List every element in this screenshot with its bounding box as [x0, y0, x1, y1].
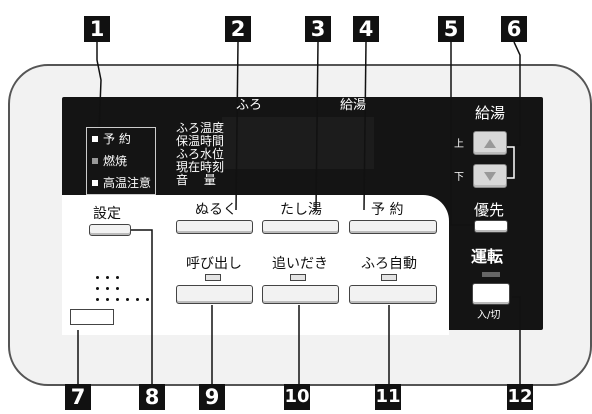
callout-2: 2: [225, 16, 251, 42]
tashiyu-label: たし湯: [280, 202, 322, 218]
button-area: [62, 195, 449, 335]
display-item-water-level: ふろ水位: [176, 147, 225, 161]
indicator-label-koon: 高温注意: [103, 176, 152, 190]
oidaki-led: [290, 274, 306, 281]
settings-button[interactable]: [89, 224, 131, 236]
indicator-label-nensho: 燃焼: [103, 154, 128, 168]
display-item-volume: 音 量: [176, 173, 216, 187]
callout-10: 10: [284, 384, 310, 410]
temp-down-button[interactable]: [473, 164, 507, 188]
display-item-bath-temp: ふろ温度: [176, 121, 225, 135]
callout-3: 3: [305, 16, 331, 42]
reheat-button[interactable]: [262, 285, 339, 304]
callout-1: 1: [84, 16, 110, 42]
yobidashi-label: 呼び出し: [186, 256, 242, 272]
lcd-readout: [222, 117, 374, 169]
furo-jido-led: [381, 274, 397, 281]
callout-11: 11: [375, 384, 401, 410]
power-sub-label: 入/切: [477, 310, 501, 321]
oidaki-label: 追いだき: [272, 256, 328, 272]
callout-7: 7: [65, 384, 91, 410]
settei-label: 設定: [93, 206, 121, 222]
yusen-label: 優先: [474, 201, 505, 219]
display-furo-label: ふろ: [236, 98, 263, 113]
auto-bath-button[interactable]: [349, 285, 437, 304]
display-item-clock: 現在時刻: [176, 160, 225, 174]
down-arrow-icon: [484, 172, 496, 181]
callout-6: 6: [501, 16, 527, 42]
reservation-button[interactable]: [349, 220, 437, 234]
reservation-indicator: [92, 136, 98, 142]
indicator-box: [86, 127, 156, 195]
display-item-keep-warm: 保温時間: [176, 134, 225, 148]
display-kyuto-label: 給湯: [340, 98, 367, 113]
up-arrow-icon: [484, 139, 496, 148]
kyuto-temp-label: 給湯: [475, 104, 506, 122]
combustion-indicator: [92, 158, 98, 164]
call-button[interactable]: [176, 285, 253, 304]
indicator-label-yoyaku: 予 約: [103, 132, 131, 146]
callout-4: 4: [353, 16, 379, 42]
callout-8: 8: [139, 384, 165, 410]
up-label: 上: [454, 139, 464, 150]
callout-9: 9: [199, 384, 225, 410]
callout-12: 12: [507, 384, 533, 410]
unten-label: 運転: [471, 247, 504, 266]
operation-led: [482, 272, 500, 277]
yoyaku-label: 予 約: [371, 202, 404, 218]
add-hot-water-button[interactable]: [262, 220, 339, 234]
nuruku-label: ぬるく: [195, 202, 237, 218]
power-button[interactable]: [472, 283, 510, 305]
nuruku-button[interactable]: [176, 220, 253, 234]
sensor-window: [70, 309, 114, 325]
high-temp-indicator: [92, 180, 98, 186]
yobidashi-led: [205, 274, 221, 281]
priority-button[interactable]: [474, 220, 508, 233]
callout-5: 5: [438, 16, 464, 42]
furo-jido-label: ふろ自動: [361, 256, 417, 272]
down-label: 下: [454, 172, 464, 183]
temp-up-button[interactable]: [473, 131, 507, 155]
